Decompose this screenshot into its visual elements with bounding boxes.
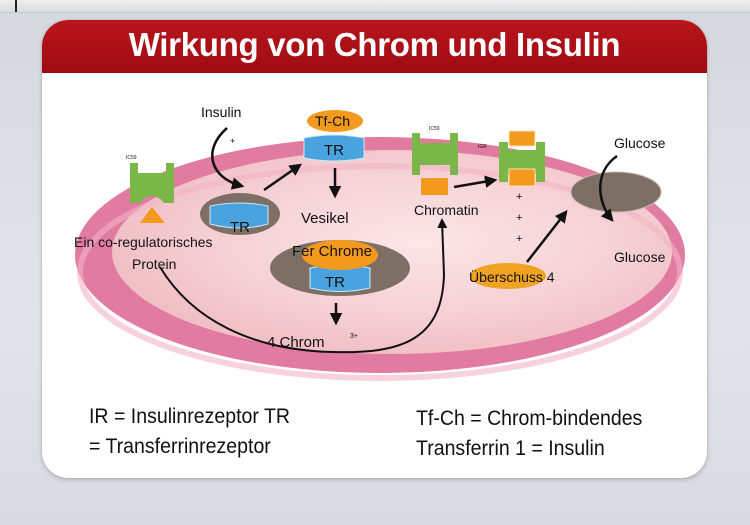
legend-left: IR = Insulinrezeptor TR = Transferrinrez…	[89, 402, 290, 462]
label-glucose-outside: Glucose	[614, 135, 666, 151]
tiny-receptor-label: IC59	[126, 155, 137, 161]
plus-sign: +	[230, 136, 235, 146]
label-co-regulatory-line1: Ein co-regulatorisches	[74, 234, 213, 250]
arrow-protein-to-chromatin	[159, 218, 448, 354]
label-tr-center: TR	[325, 274, 345, 291]
label-insulin: Insulin	[201, 104, 241, 120]
tr-blue-block	[209, 202, 269, 229]
label-tr-top: TR	[324, 142, 344, 159]
slide-card: Wirkung von Chrom und Insulin IC59 I	[42, 20, 707, 478]
title-banner: Wirkung von Chrom und Insulin	[42, 20, 707, 73]
plus-sign: +	[516, 212, 522, 224]
fer-chrome-orange	[302, 240, 378, 270]
legend-left-line2: = Transferrinrezeptor	[89, 435, 271, 458]
insulin-arrow	[211, 127, 245, 190]
chromium-insulin-diagram: IC59 Insulin + TR Tf-Ch TR Vesikel	[74, 104, 685, 381]
slide-title: Wirkung von Chrom und Insulin	[128, 26, 621, 63]
receptor-middle: IC59 Chromatin	[412, 126, 479, 218]
orange-square-bottom	[508, 168, 536, 187]
label-fer-chrome: Fer Chrome	[292, 243, 372, 260]
label-tf-ch: Tf-Ch	[315, 113, 350, 129]
window-edge-line	[15, 0, 17, 12]
label-chrom-charge: 3+	[350, 333, 358, 340]
legend-right-line1: Tf-Ch = Chrom-bindendes	[416, 407, 643, 430]
label-co-regulatory-line2: Protein	[132, 256, 176, 272]
label-glucose-inside: Glucose	[614, 249, 666, 265]
tf-ch-tr-complex: Tf-Ch TR	[303, 110, 365, 162]
glucose-transporter	[570, 171, 662, 213]
ueberschuss-orange	[470, 263, 546, 289]
top-strip	[0, 0, 750, 13]
receptor-green-h	[412, 133, 458, 175]
receptor-green-shape	[130, 163, 174, 203]
orange-square-chromatin	[421, 178, 448, 195]
insulin-receptor-left: IC59	[126, 155, 174, 223]
label-chromatin: Chromatin	[414, 202, 479, 218]
co-regulatory-protein-triangle	[140, 207, 165, 223]
fer-chrome-vesicle: Fer Chrome TR	[270, 240, 410, 296]
legend-left-line1: IR = Insulinrezeptor TR	[89, 405, 290, 428]
legend-right-line2: Transferrin 1 = Insulin	[416, 437, 605, 460]
tiny-receptor-label: IC59	[429, 126, 440, 132]
label-tr-left: TR	[230, 219, 250, 236]
arrow-to-glucose-transporter	[526, 210, 568, 263]
plus-sign: +	[516, 233, 522, 245]
glucose-arrow	[599, 154, 618, 222]
tr-blue-block-top	[303, 134, 365, 162]
receptor-right: IGR + + +	[478, 130, 545, 245]
glut4-excess: Überschuss 4	[469, 263, 555, 289]
tf-ch-orange	[307, 110, 363, 132]
label-ueberschuss: Überschuss 4	[469, 268, 555, 285]
arrow-to-receptor-right	[453, 175, 498, 189]
label-vesikel: Vesikel	[301, 210, 349, 227]
legend-right: Tf-Ch = Chrom-bindendes Transferrin 1 = …	[416, 404, 642, 464]
plus-sign: +	[516, 191, 522, 203]
arrow-tr-to-surface	[263, 163, 303, 192]
tiny-receptor-label: IGR	[478, 144, 487, 150]
tr-vesicle-left: TR	[200, 193, 280, 236]
cell-outer-glow	[77, 163, 683, 381]
orange-square-top	[508, 130, 536, 147]
